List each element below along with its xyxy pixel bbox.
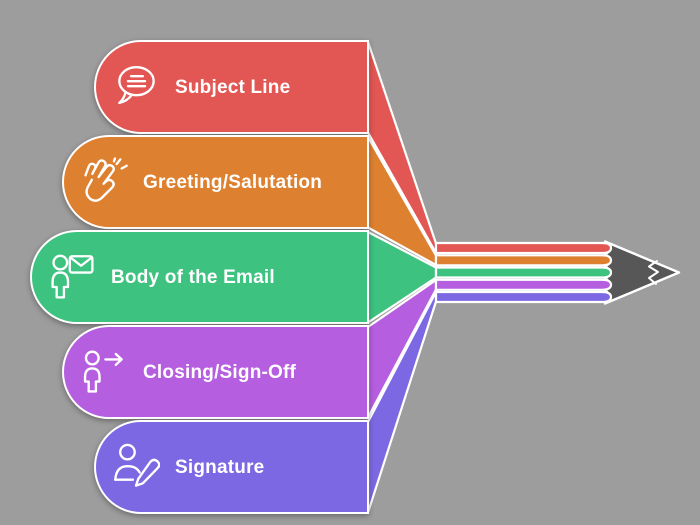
band-label: Signature — [175, 456, 265, 478]
band-body-of-email: Body of the Email — [30, 230, 369, 324]
stripe-closing — [434, 278, 613, 291]
band-greeting: Greeting/Salutation — [62, 135, 369, 229]
band-signature: Signature — [94, 420, 369, 514]
band-label: Body of the Email — [111, 266, 275, 288]
waving-hand-icon — [81, 156, 128, 209]
person-pencil-icon — [113, 441, 160, 494]
stripe-subject-line — [434, 241, 613, 255]
person-envelope-icon — [49, 251, 96, 304]
pencil-graphite-divider — [648, 260, 659, 285]
stripe-signature — [434, 290, 613, 304]
stripe-greeting — [434, 254, 613, 267]
band-label: Greeting/Salutation — [143, 171, 323, 193]
band-label: Subject Line — [175, 76, 291, 98]
speech-bubble-icon — [113, 61, 160, 114]
band-label: Closing/Sign-Off — [143, 361, 297, 383]
band-closing: Closing/Sign-Off — [62, 325, 369, 419]
person-arrow-icon — [81, 346, 128, 399]
band-subject-line: Subject Line — [94, 40, 369, 134]
pencil-tip-wood — [603, 240, 681, 305]
stripe-body — [434, 266, 613, 279]
